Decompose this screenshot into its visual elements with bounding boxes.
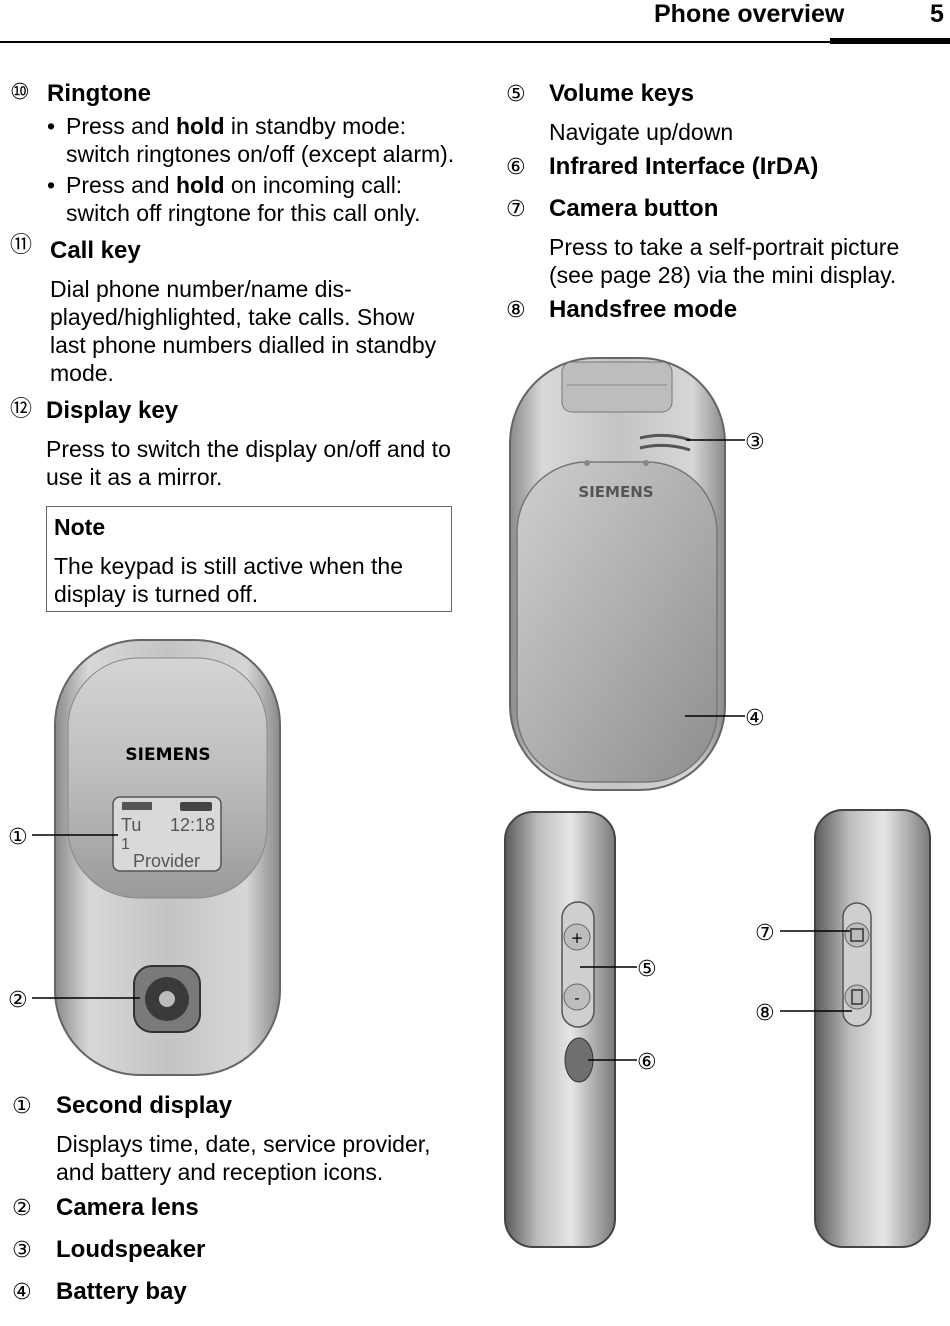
item-number-7: ⑦ [506,197,526,222]
phone-left-side-illustration: + - ⑤ ⑥ [504,811,657,1248]
item-number-3: ③ [12,1238,32,1263]
header-rule [0,41,950,43]
volume-minus-label: - [574,989,579,1007]
handsfree-button [844,984,870,1010]
note-text: The keypad is still active when the disp… [54,553,404,607]
front-brand-logo: SIEMENS [125,745,210,765]
heading-infrared: Infrared Interface (IrDA) [549,153,819,180]
note-title: Note [54,514,106,540]
callout-7: ⑦ [755,921,775,946]
item-number-4: ④ [12,1280,32,1305]
item-number-11: ⑪ [10,233,33,258]
back-brand-logo: SIEMENS [578,483,653,501]
volume-keys-description: Navigate up/down [549,119,734,145]
call-key-description: Dial phone number/name dis-played/highli… [50,276,437,386]
callout-3: ③ [745,430,765,455]
heading-loudspeaker: Loudspeaker [56,1236,206,1263]
heading-camera-button: Camera button [549,195,719,222]
heading-camera-lens: Camera lens [56,1194,199,1221]
bullet-marker: • [47,113,56,139]
callout-4: ④ [745,706,765,731]
item-number-2: ② [12,1196,32,1221]
heading-volume-keys: Volume keys [549,80,694,107]
display-provider: Provider [133,851,200,871]
item-number-8: ⑧ [506,298,526,323]
battery-icon [180,802,212,811]
item-number-6: ⑥ [506,155,526,180]
callout-1: ① [8,825,28,850]
display-key-description: Press to switch the display on/off and t… [46,436,451,490]
phone-back-illustration: SIEMENS ③ ④ [509,357,765,791]
volume-plus-label: + [571,929,584,947]
phone-right-side-illustration: ⑦ ⑧ [755,809,931,1248]
display-day: Tu [121,815,141,835]
phone-front-illustration: SIEMENS Tu 12:18 1 Provider ① ② [8,639,281,1076]
header-rule-accent [830,38,950,44]
second-display-description: Displays time, date, service provider, a… [56,1131,431,1185]
heading-second-display: Second display [56,1092,233,1119]
camera-button-description: Press to take a self-portrait picture (s… [549,234,900,288]
callout-2: ② [8,988,28,1013]
running-header-title: Phone overview [654,0,845,28]
second-display [112,796,222,872]
item-number-1: ① [12,1094,32,1119]
heading-ringtone: Ringtone [47,80,151,107]
callout-6: ⑥ [637,1050,657,1075]
heading-display-key: Display key [46,397,179,424]
note-box: Note The keypad is still active when the… [46,506,452,612]
display-time: 12:18 [170,815,215,835]
item-number-5: ⑤ [506,82,526,107]
signal-icon [122,802,152,810]
display-date: 1 [121,836,130,853]
camera-icon [850,928,864,942]
heading-battery-bay: Battery bay [56,1278,187,1305]
callout-8: ⑧ [755,1001,775,1026]
page-number: 5 [930,0,944,28]
item-number-12: ⑫ [10,397,33,422]
heading-handsfree: Handsfree mode [549,296,738,323]
heading-call-key: Call key [50,237,141,264]
camera-button [844,922,870,948]
handsfree-icon [851,989,863,1005]
ringtone-bullet-2: Press and hold on incoming call: switch … [66,172,421,226]
ringtone-bullet-1: Press and hold in standby mode: switch r… [66,113,455,167]
battery-bay [516,461,718,783]
callout-5: ⑤ [637,957,657,982]
item-number-10: ⑩ [10,80,30,105]
bullet-marker: • [47,172,56,198]
